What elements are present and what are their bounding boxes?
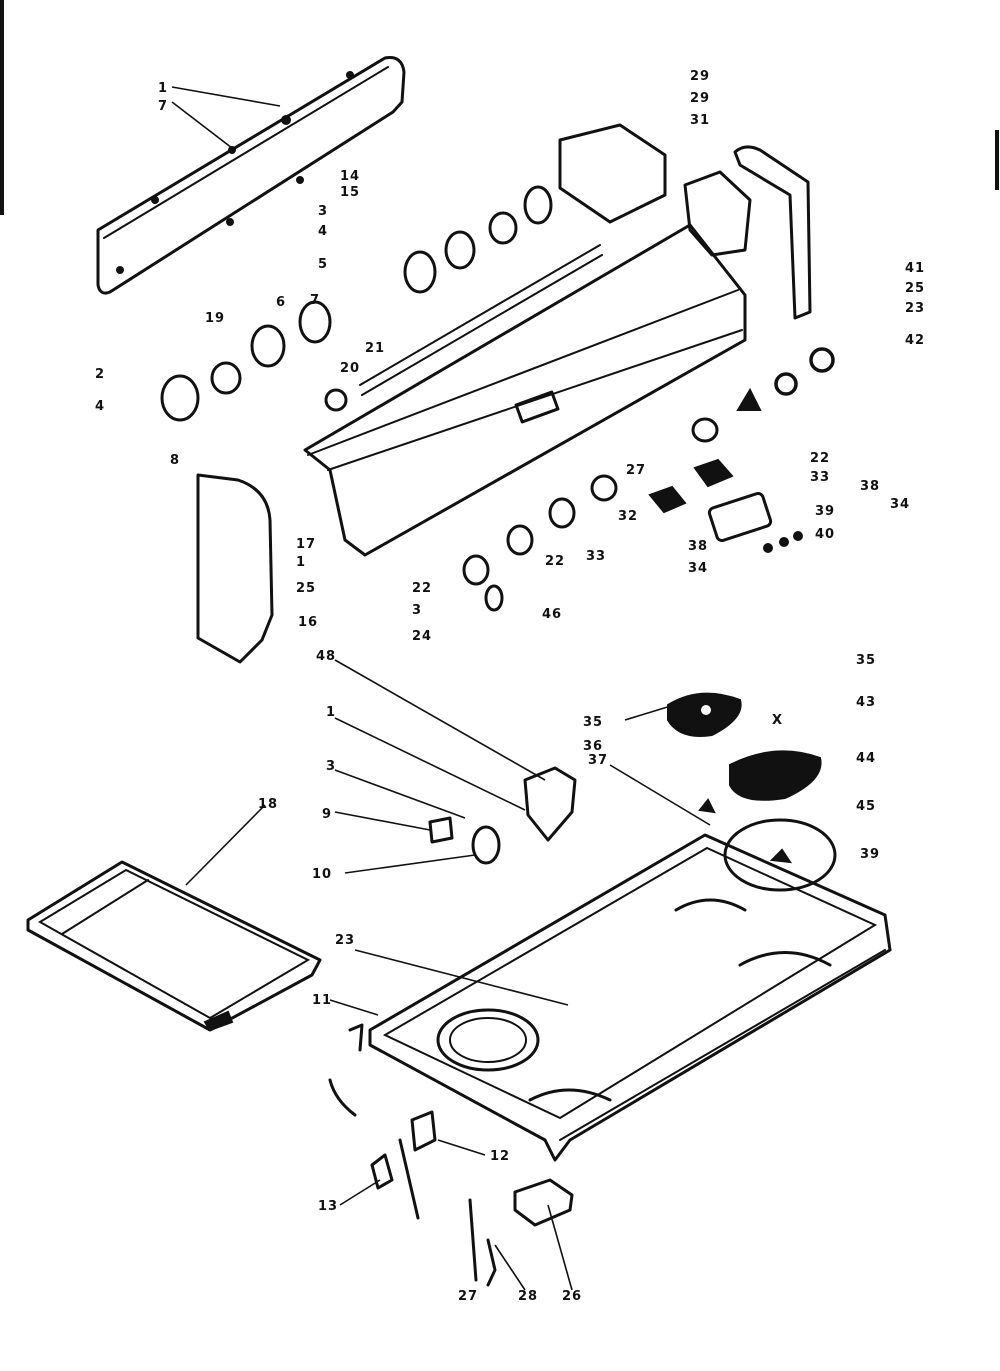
callout-label: 32: [618, 509, 638, 524]
callout-label: 22: [412, 581, 432, 596]
callout-label: 4: [95, 399, 105, 414]
callout-label: 22: [545, 554, 565, 569]
callout-label: 39: [815, 504, 835, 519]
callout-label: 3: [326, 759, 336, 774]
leader-35: [624, 696, 701, 721]
callout-label: 33: [586, 549, 606, 564]
callout-label: 33: [810, 470, 830, 485]
callout-label: 27: [458, 1289, 478, 1304]
burners: [667, 692, 837, 892]
callout-label: 23: [335, 933, 355, 948]
knobs-right: [691, 347, 835, 443]
callout-label: 29: [690, 91, 710, 106]
small-bracket: [428, 766, 577, 865]
callout-label: 35: [856, 653, 876, 668]
leader-28: [494, 1244, 526, 1291]
callout-label: 46: [542, 607, 562, 622]
callout-label: 42: [905, 333, 925, 348]
callout-label: 17: [296, 537, 316, 552]
knobs-upper: [160, 185, 553, 422]
leader-23: [354, 949, 569, 1006]
callout-label: 39: [860, 847, 880, 862]
drip-tray: [26, 860, 322, 1032]
callout-label: 24: [412, 629, 432, 644]
leader-37: [609, 764, 711, 826]
scan-edge-left: [0, 0, 4, 215]
callout-label: 22: [810, 451, 830, 466]
callout-label: 3: [318, 204, 328, 219]
callout-label: 23: [905, 301, 925, 316]
callout-label: 20: [340, 361, 360, 376]
callout-label: 25: [905, 281, 925, 296]
callout-label: 26: [562, 1289, 582, 1304]
leader-26: [547, 1204, 573, 1291]
leader-10: [344, 854, 476, 874]
callout-label: 13: [318, 1199, 338, 1214]
leader-7: [171, 101, 233, 149]
callout-label: 11: [312, 993, 332, 1008]
callout-label: 27: [626, 463, 646, 478]
callout-label: 16: [298, 615, 318, 630]
callout-label: 44: [856, 751, 876, 766]
callout-label: 18: [258, 797, 278, 812]
callout-label: 38: [688, 539, 708, 554]
callout-label: 34: [890, 497, 910, 512]
callout-label: 1: [296, 555, 306, 570]
callout-labels: 1 7 29 29 31 14 15 3 4 5 19 6 7 21 20 2 …: [95, 69, 925, 1304]
leader-9: [334, 811, 431, 831]
leader-1: [171, 86, 281, 107]
callout-label: 6: [276, 295, 286, 310]
callout-label: 45: [856, 799, 876, 814]
callout-label: 43: [856, 695, 876, 710]
callout-label: 7: [158, 99, 168, 114]
callout-label: 34: [688, 561, 708, 576]
corner-parts: [328, 1023, 574, 1287]
callout-label: 12: [490, 1149, 510, 1164]
switches-lower: [462, 458, 803, 612]
cooktop: [368, 833, 892, 1162]
callout-label: 15: [340, 185, 360, 200]
callout-label: 35: [583, 715, 603, 730]
callout-label: 36: [583, 739, 603, 754]
callout-label: 29: [690, 69, 710, 84]
callout-label: X: [772, 713, 783, 728]
callout-label: 48: [316, 649, 336, 664]
callout-label: 40: [815, 527, 835, 542]
leader-12: [437, 1139, 486, 1156]
callout-label: 38: [860, 479, 880, 494]
leader-16: [185, 804, 266, 886]
callout-label: 4: [318, 224, 328, 239]
callout-label: 10: [312, 867, 332, 882]
leader-48: [334, 659, 546, 781]
callout-label: 3: [412, 603, 422, 618]
scan-edge-right: [995, 130, 999, 190]
callout-label: 9: [322, 807, 332, 822]
side-bracket: [196, 473, 274, 664]
callout-label: 14: [340, 169, 360, 184]
trim-panel: [96, 56, 406, 295]
callout-label: 25: [296, 581, 316, 596]
callout-label: 37: [588, 753, 608, 768]
callout-label: 5: [318, 257, 328, 272]
callout-label: 41: [905, 261, 925, 276]
control-console: [303, 123, 812, 557]
callout-label: 19: [205, 311, 225, 326]
callout-label: 21: [365, 341, 385, 356]
callout-label: 31: [690, 113, 710, 128]
leader-11: [329, 999, 379, 1016]
callout-label: 7: [310, 293, 320, 308]
callout-label: 2: [95, 367, 105, 382]
leader-1b: [334, 717, 526, 811]
callout-label: 1: [326, 705, 336, 720]
callout-label: 8: [170, 453, 180, 468]
callout-label: 28: [518, 1289, 538, 1304]
leader-3: [334, 769, 466, 819]
leader-13: [339, 1179, 381, 1206]
callout-label: 1: [158, 81, 168, 96]
